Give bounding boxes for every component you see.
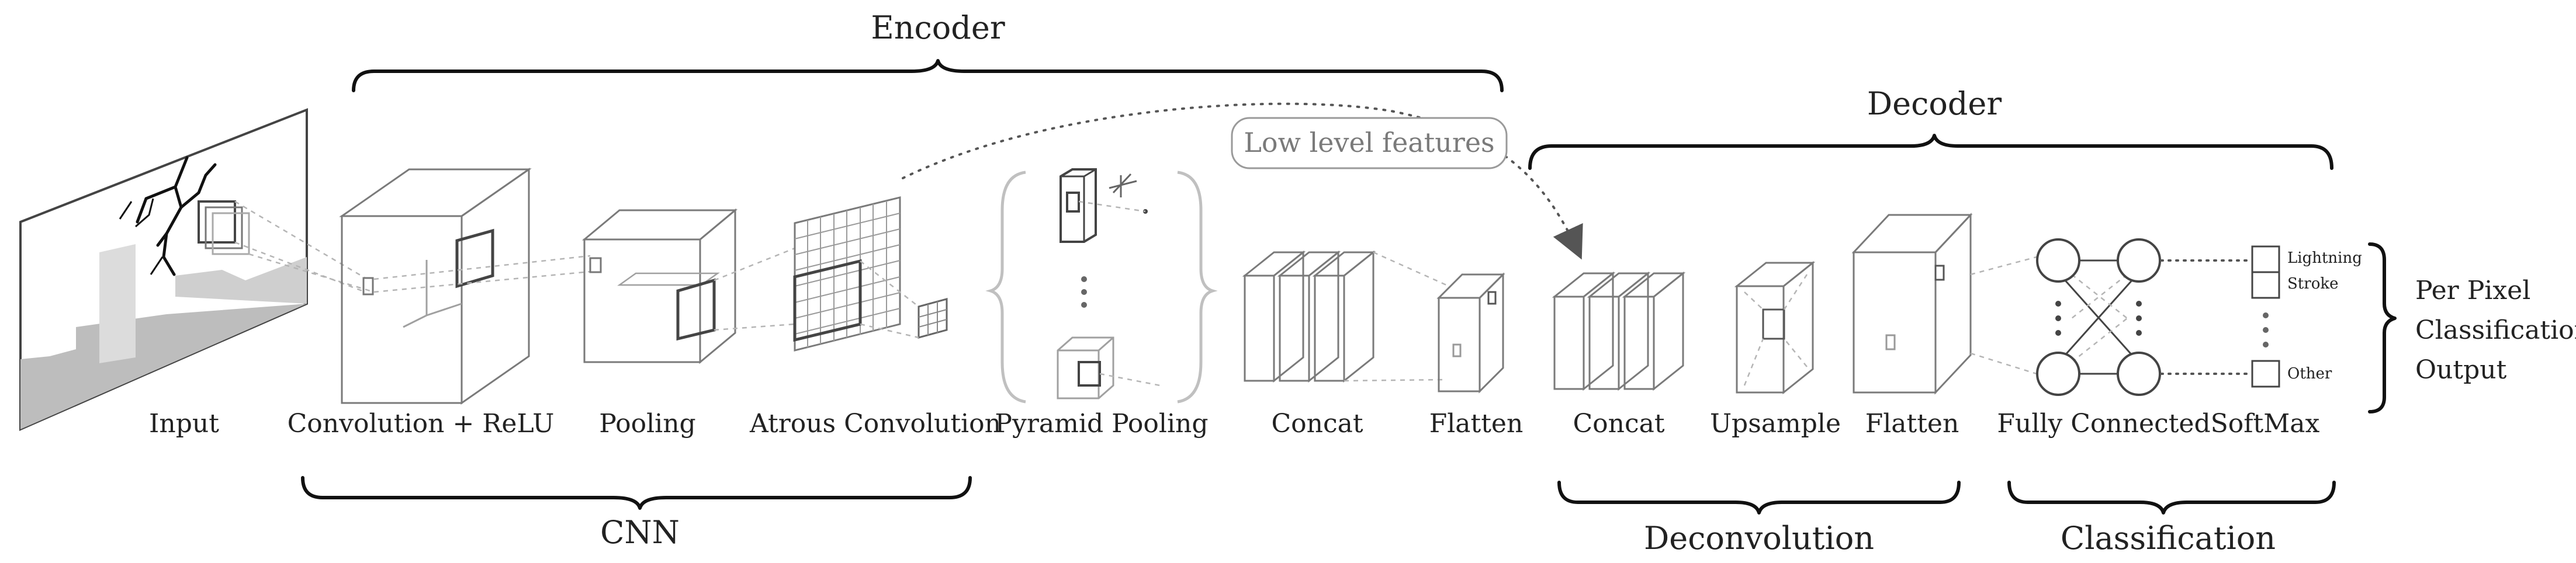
- softmax-block: [2251, 245, 2280, 388]
- concat-decoder-block: [1552, 271, 1686, 391]
- pyramid-pooling-label: Pyramid Pooling: [995, 409, 1208, 439]
- output-brace: [2368, 242, 2397, 413]
- flatten-encoder-label: Flatten: [1429, 409, 1524, 439]
- fully-connected-label: Fully Connected: [1997, 409, 2210, 439]
- atrous-conv-block: [793, 196, 948, 352]
- input-label: Input: [149, 409, 219, 439]
- deconvolution-label: Deconvolution: [1644, 520, 1874, 557]
- softmax-class-lightning: Lightning: [2287, 249, 2362, 267]
- conv-relu-block: [339, 168, 591, 405]
- low-level-features-label: Low level features: [1244, 127, 1494, 158]
- deconvolution-brace: [1557, 481, 1961, 515]
- output-line-1: Per Pixel: [2415, 276, 2530, 305]
- softmax-class-stroke: Stroke: [2287, 275, 2338, 293]
- pooling-label: Pooling: [599, 409, 695, 439]
- atrous-conv-label: Atrous Convolution: [749, 409, 1001, 439]
- output-line-2: Classification: [2415, 315, 2576, 345]
- low-level-features-arrow: [902, 102, 1583, 260]
- pyramid-pooling-block: [985, 168, 1218, 404]
- conv-relu-label: Convolution + ReLU: [288, 409, 555, 439]
- decoder-label: Decoder: [1867, 85, 2002, 122]
- fully-connected-block: [2036, 238, 2251, 396]
- decoder-brace: [1528, 134, 2333, 170]
- encoder-label: Encoder: [871, 9, 1005, 46]
- classification-brace: [2007, 481, 2336, 515]
- flatten-decoder-block: [1851, 213, 2037, 395]
- input-to-conv-connectors: [234, 200, 375, 293]
- cnn-brace: [301, 476, 972, 510]
- input-image: [19, 108, 308, 432]
- flatten-decoder-label: Flatten: [1865, 409, 1959, 439]
- flatten-encoder-block: [1436, 272, 1505, 394]
- softmax-label: SoftMax: [2211, 409, 2320, 439]
- upsample-label: Upsample: [1710, 409, 1841, 439]
- upsample-block: [1734, 260, 1816, 395]
- cnn-label: CNN: [600, 514, 680, 551]
- encoder-brace: [352, 59, 1504, 92]
- concat-decoder-label: Concat: [1573, 409, 1664, 439]
- softmax-class-other: Other: [2287, 365, 2332, 383]
- concat-encoder-block: [1242, 250, 1447, 383]
- classification-label: Classification: [2061, 520, 2276, 557]
- pooling-block: [581, 208, 795, 364]
- output-line-3: Output: [2415, 355, 2507, 385]
- concat-encoder-label: Concat: [1271, 409, 1363, 439]
- low-level-features-pill: [1231, 117, 1508, 169]
